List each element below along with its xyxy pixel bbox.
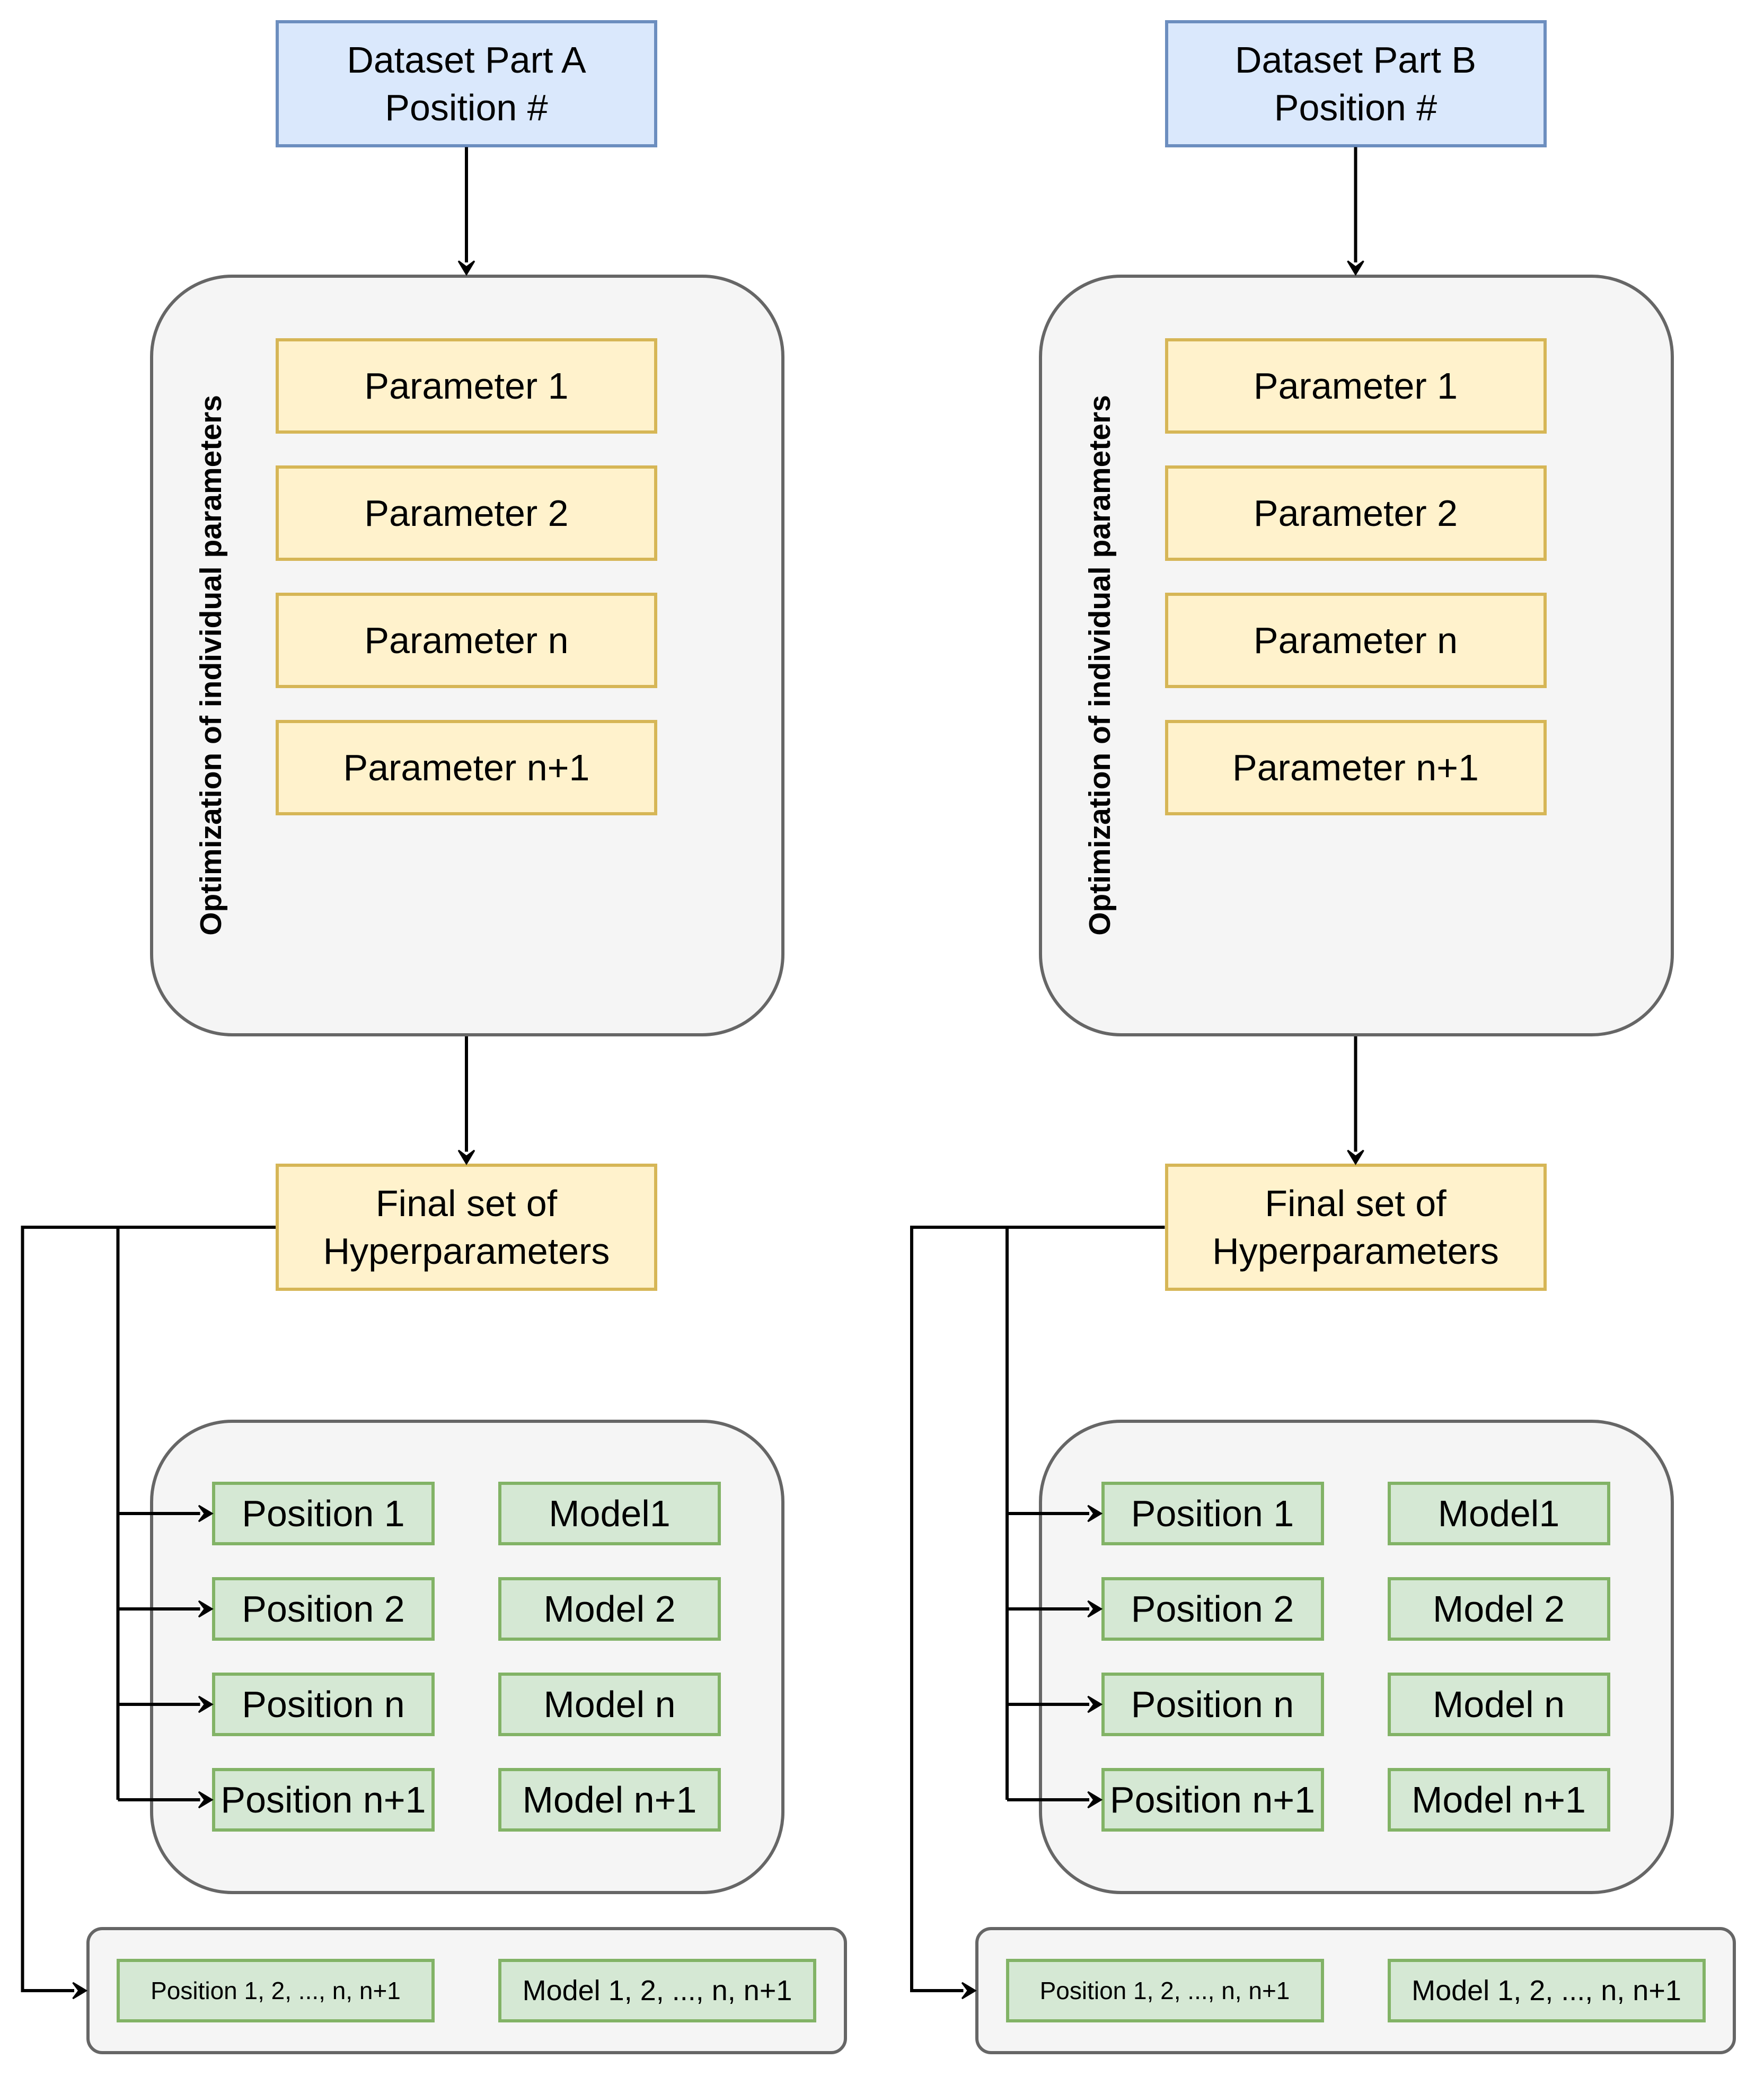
col1-position-box: Position 1 bbox=[212, 1482, 435, 1545]
col1-position-label: Position n bbox=[242, 1684, 405, 1725]
col2-parameter-box: Parameter n+1 bbox=[1165, 719, 1547, 815]
col2-parameter-box: Parameter 2 bbox=[1165, 465, 1547, 561]
col2-parameter-label: Parameter 2 bbox=[1253, 492, 1458, 534]
col1-parameter-box: Parameter n bbox=[276, 592, 657, 688]
col2-position-arrowhead bbox=[1087, 1600, 1103, 1618]
col2-model-box: Model 2 bbox=[1387, 1577, 1610, 1641]
col2-final-arrowhead bbox=[1347, 1149, 1364, 1165]
col1-position-arrowhead bbox=[198, 1504, 214, 1523]
col2-position-label: Position n+1 bbox=[1109, 1779, 1316, 1820]
col2-model-box: Model n+1 bbox=[1387, 1768, 1610, 1832]
col1-final-line2: Hyperparameters bbox=[323, 1230, 610, 1272]
col1-model-box: Model1 bbox=[498, 1482, 721, 1545]
col2-model-box: Model n bbox=[1387, 1673, 1610, 1736]
col1-parameter-label: Parameter 1 bbox=[364, 365, 569, 407]
col1-parameter-box: Parameter 2 bbox=[276, 465, 657, 561]
col1-position-box: Position 2 bbox=[212, 1577, 435, 1641]
col1-dataset-position: Position # bbox=[385, 86, 548, 128]
col2-position-arrowhead bbox=[1087, 1504, 1103, 1523]
col2-final-hyperparameters-box: Final set of Hyperparameters bbox=[1165, 1164, 1547, 1291]
col1-position-box: Position n+1 bbox=[212, 1768, 435, 1832]
col2-dataset-title: Dataset Part B bbox=[1234, 39, 1477, 81]
col1-final-line1: Final set of bbox=[375, 1183, 558, 1224]
col1-final-hyperparameters-label: Final set of Hyperparameters bbox=[323, 1180, 610, 1275]
col2-combined-positions-label: Position 1, 2, ..., n, n+1 bbox=[1039, 1977, 1290, 2004]
col2-position-label: Position 2 bbox=[1131, 1588, 1294, 1630]
col2-dataset-arrowhead bbox=[1347, 260, 1364, 276]
col2-final-line1: Final set of bbox=[1265, 1183, 1447, 1224]
col1-dataset-box: Dataset Part A Position # bbox=[276, 20, 657, 147]
col1-combined-positions-label: Position 1, 2, ..., n, n+1 bbox=[151, 1977, 401, 2004]
col2-model-label: Model1 bbox=[1437, 1493, 1560, 1534]
col2-dataset-label: Dataset Part B Position # bbox=[1235, 36, 1476, 131]
col1-parameter-box: Parameter 1 bbox=[276, 338, 657, 434]
col1-position-arrowhead bbox=[198, 1600, 214, 1618]
col2-parameter-label: Parameter 1 bbox=[1253, 365, 1458, 407]
col1-dataset-arrowhead bbox=[457, 260, 475, 276]
col2-dataset-position: Position # bbox=[1274, 86, 1437, 128]
col1-dataset-label: Dataset Part A Position # bbox=[347, 36, 586, 131]
col2-final-line2: Hyperparameters bbox=[1212, 1230, 1499, 1272]
col2-position-box: Position 2 bbox=[1101, 1577, 1324, 1641]
col2-position-box: Position 1 bbox=[1101, 1482, 1324, 1545]
col2-parameter-box: Parameter 1 bbox=[1165, 338, 1547, 434]
col1-combined-models-box: Model 1, 2, ..., n, n+1 bbox=[498, 1959, 816, 2022]
col1-model-label: Model 2 bbox=[543, 1588, 676, 1630]
col2-position-box: Position n bbox=[1101, 1673, 1324, 1736]
col2-model-label: Model n bbox=[1432, 1684, 1565, 1725]
col1-position-label: Position 2 bbox=[242, 1588, 405, 1630]
col1-model-box: Model n+1 bbox=[498, 1768, 721, 1832]
col2-combined-arrowhead bbox=[961, 1982, 977, 2000]
col2-combined-positions-box: Position 1, 2, ..., n, n+1 bbox=[1006, 1959, 1324, 2022]
col1-position-label: Position n+1 bbox=[220, 1779, 426, 1820]
col2-model-box: Model1 bbox=[1387, 1482, 1610, 1545]
col1-final-hyperparameters-box: Final set of Hyperparameters bbox=[276, 1164, 657, 1291]
col2-position-arrowhead bbox=[1087, 1791, 1103, 1809]
col1-dataset-title: Dataset Part A bbox=[347, 39, 586, 81]
col1-combined-models-label: Model 1, 2, ..., n, n+1 bbox=[522, 1975, 792, 2007]
col2-position-arrowhead bbox=[1087, 1695, 1103, 1713]
col2-final-hyperparameters-label: Final set of Hyperparameters bbox=[1212, 1180, 1499, 1275]
col1-model-box: Model 2 bbox=[498, 1577, 721, 1641]
col1-position-arrowhead bbox=[198, 1695, 214, 1713]
col2-final-to-combined-connector bbox=[910, 1226, 1165, 1992]
col2-model-label: Model 2 bbox=[1432, 1588, 1565, 1630]
col2-parameter-label: Parameter n bbox=[1253, 619, 1458, 661]
col1-combined-positions-box: Position 1, 2, ..., n, n+1 bbox=[117, 1959, 435, 2022]
col1-combined-arrowhead bbox=[72, 1982, 88, 2000]
col2-parameter-box: Parameter n bbox=[1165, 592, 1547, 688]
col1-final-to-combined-connector bbox=[21, 1226, 276, 1992]
col1-position-box: Position n bbox=[212, 1673, 435, 1736]
col2-position-label: Position 1 bbox=[1131, 1493, 1294, 1534]
col1-model-label: Model n bbox=[543, 1684, 676, 1725]
col2-parameter-label: Parameter n+1 bbox=[1232, 746, 1479, 788]
col2-model-label: Model n+1 bbox=[1412, 1779, 1586, 1820]
col1-position-arrowhead bbox=[198, 1791, 214, 1809]
col2-position-label: Position n bbox=[1131, 1684, 1294, 1725]
col2-dataset-box: Dataset Part B Position # bbox=[1165, 20, 1547, 147]
col2-position-box: Position n+1 bbox=[1101, 1768, 1324, 1832]
col1-model-label: Model1 bbox=[549, 1493, 671, 1534]
col1-parameter-label: Parameter n bbox=[364, 619, 569, 661]
col2-combined-models-box: Model 1, 2, ..., n, n+1 bbox=[1387, 1959, 1706, 2022]
col1-final-arrowhead bbox=[457, 1149, 475, 1165]
col1-position-label: Position 1 bbox=[242, 1493, 405, 1534]
col1-parameter-box: Parameter n+1 bbox=[276, 719, 657, 815]
col1-parameter-label: Parameter n+1 bbox=[343, 746, 590, 788]
col1-model-box: Model n bbox=[498, 1673, 721, 1736]
col1-parameter-label: Parameter 2 bbox=[364, 492, 569, 534]
col1-model-label: Model n+1 bbox=[522, 1779, 697, 1820]
col2-combined-models-label: Model 1, 2, ..., n, n+1 bbox=[1412, 1975, 1681, 2007]
